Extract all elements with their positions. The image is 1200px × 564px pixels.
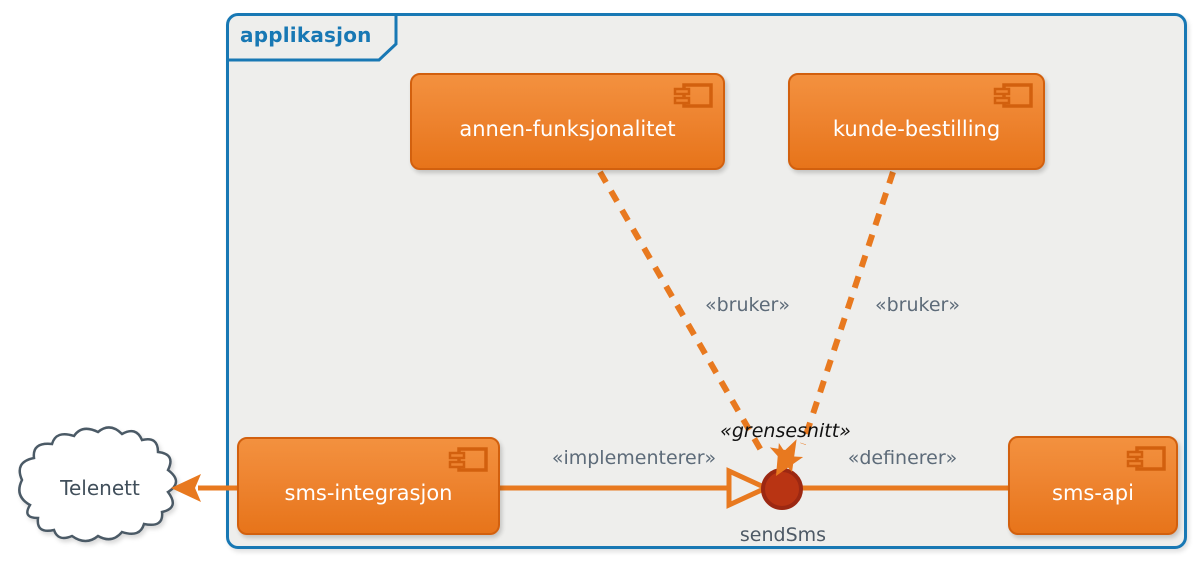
edge-label-bruker-right: «bruker» [875, 294, 960, 316]
component-label: annen-funksjonalitet [459, 116, 676, 141]
cloud-shape [18, 426, 178, 543]
component-label: sms-api [1052, 480, 1134, 505]
component-icon [1126, 446, 1166, 471]
interface-ball-sendsms [761, 468, 803, 510]
edge-label-definerer: «definerer» [847, 447, 958, 469]
component-kunde-bestilling: kunde-bestilling [788, 73, 1045, 170]
edge-label-bruker-left: «bruker» [705, 294, 790, 316]
interface-stereotype: «grensesnitt» [720, 420, 851, 442]
arrowhead-bruker-right [769, 439, 797, 472]
edge-annen-funksjonalitet-bruker [597, 170, 765, 454]
interface-name: sendSms [739, 524, 827, 546]
component-label: sms-integrasjon [284, 481, 453, 505]
component-icon [673, 83, 713, 108]
component-icon [993, 83, 1033, 108]
component-icon [448, 447, 488, 472]
edge-kunde-bestilling-bruker [800, 171, 896, 445]
component-annen-funksjonalitet: annen-funksjonalitet [410, 73, 725, 170]
arrowhead-to-telenett [171, 474, 201, 502]
realization-triangle [726, 467, 772, 509]
cloud-label: Telenett [60, 476, 140, 500]
component-sms-integrasjon: sms-integrasjon [237, 437, 500, 535]
component-sms-api: sms-api [1008, 436, 1178, 535]
edge-label-implementerer: «implementerer» [551, 447, 717, 469]
component-label: kunde-bestilling [832, 116, 1001, 141]
frame-tab [228, 14, 398, 62]
frame-title: applikasjon [240, 23, 372, 47]
